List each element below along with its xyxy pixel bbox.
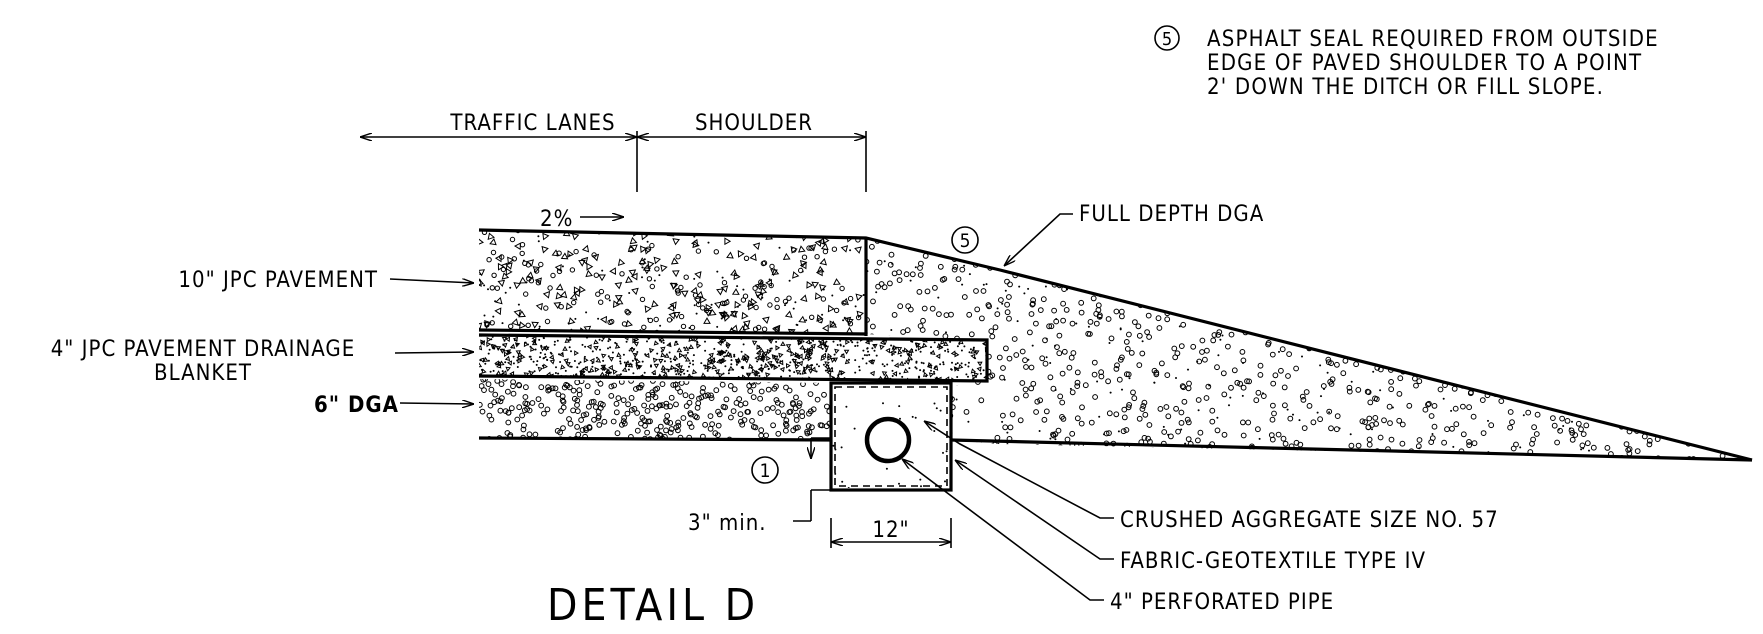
min-depth-label: 3" min. (688, 511, 767, 536)
note-5-line2: EDGE OF PAVED SHOULDER TO A POINT (1207, 51, 1642, 76)
left-layer-labels: 10" JPC PAVEMENT 4" JPC PAVEMENT DRAINAG… (51, 268, 474, 418)
slope-indicator: 2% (540, 207, 624, 232)
edge-drain-trench (829, 381, 953, 492)
callout-5-marker-text: 5 (960, 230, 971, 252)
callout-5-circle (1154, 25, 1180, 51)
note-5-line1: ASPHALT SEAL REQUIRED FROM OUTSIDE (1207, 27, 1659, 52)
full-depth-dga-callout: FULL DEPTH DGA 5 (951, 202, 1264, 266)
drainage-blanket-label-line1: 4" JPC PAVEMENT DRAINAGE (51, 337, 356, 362)
callout-5-marker (951, 226, 979, 254)
traffic-lanes-label: TRAFFIC LANES (449, 111, 615, 136)
dga-6-label: 6" DGA (314, 393, 399, 418)
pavement-texture (479, 230, 865, 334)
drainage-blanket-label-line2: BLANKET (154, 361, 252, 386)
width-dimensions: TRAFFIC LANES SHOULDER (360, 111, 867, 192)
perforated-pipe (864, 416, 912, 464)
perforated-pipe-label: 4" PERFORATED PIPE (1110, 590, 1334, 615)
jpc-pavement-label: 10" JPC PAVEMENT (178, 268, 378, 293)
full-depth-dga-label: FULL DEPTH DGA (1079, 202, 1264, 227)
callout-1-marker (751, 456, 779, 484)
pavement-section-outline (478, 228, 1753, 462)
note-5-line3: 2' DOWN THE DITCH OR FILL SLOPE. (1207, 75, 1604, 100)
shoulder-label: SHOULDER (695, 111, 813, 136)
crushed-aggregate-label: CRUSHED AGGREGATE SIZE NO. 57 (1120, 508, 1499, 533)
min-depth-dimension: 1 3" min. (688, 437, 831, 536)
note-5: 5 ASPHALT SEAL REQUIRED FROM OUTSIDE EDG… (1154, 25, 1659, 100)
trench-width-label: 12" (872, 518, 909, 543)
dga-texture (479, 379, 831, 440)
callout-5-symbol: 5 (1162, 29, 1172, 50)
fabric-geotextile-label: FABRIC-GEOTEXTILE TYPE IV (1120, 549, 1426, 574)
callout-1-marker-text: 1 (760, 460, 771, 482)
slope-label: 2% (540, 207, 573, 232)
trench-box (829, 381, 953, 492)
trench-width-dimension: 12" (830, 518, 952, 548)
trench-callouts: CRUSHED AGGREGATE SIZE NO. 57 FABRIC-GEO… (902, 421, 1499, 615)
detail-title: DETAIL D (547, 580, 759, 631)
